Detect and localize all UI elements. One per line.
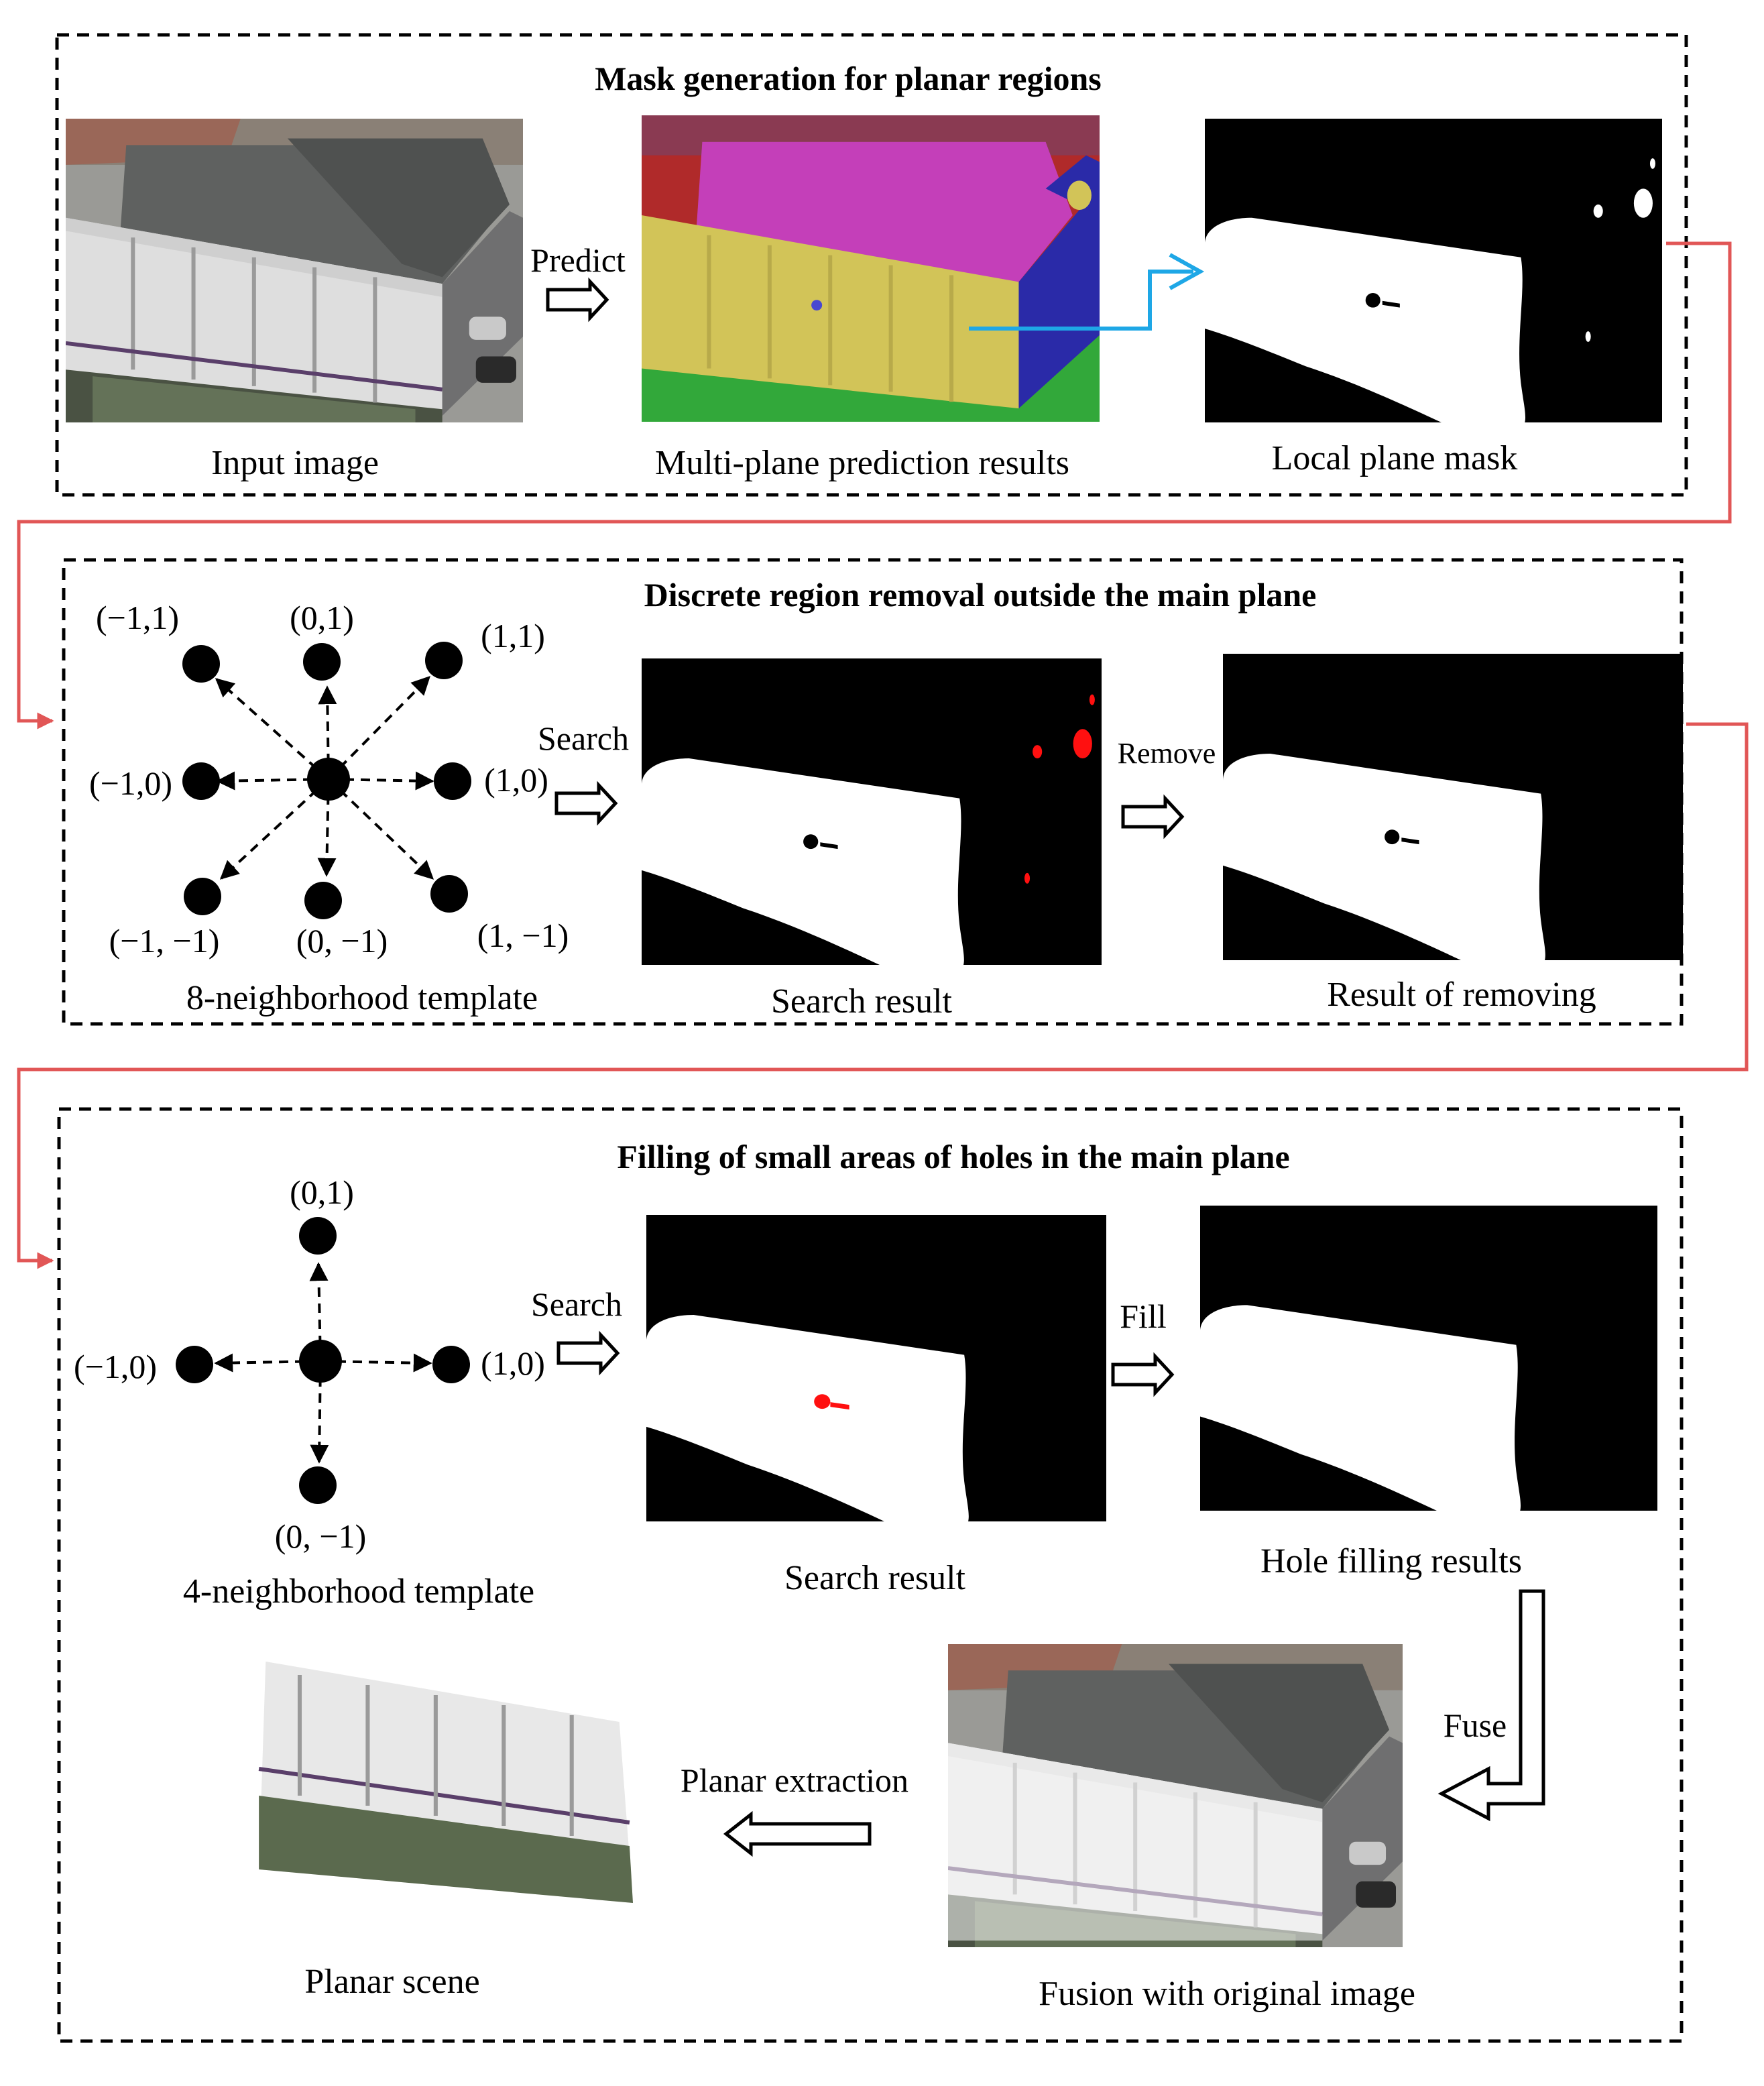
panel-title: Filling of small areas of holes in the m… bbox=[617, 1138, 1289, 1175]
four-neighborhood-template: (0,1) (−1,0) (1,0) (0, −1) bbox=[74, 1173, 545, 1555]
hole-filling-result-image bbox=[1200, 1206, 1657, 1511]
panel-border bbox=[55, 33, 1688, 497]
node-s bbox=[299, 1466, 337, 1504]
search-result-image-1 bbox=[642, 658, 1102, 965]
fuse-label: Fuse bbox=[1444, 1706, 1507, 1744]
node-w bbox=[182, 762, 220, 800]
caption-search-result-1: Search result bbox=[771, 982, 953, 1021]
connector-2 bbox=[17, 722, 1749, 1269]
node-se bbox=[430, 875, 468, 913]
input-image bbox=[66, 119, 523, 422]
predict-arrow bbox=[546, 277, 609, 323]
caption-result-of-removing: Result of removing bbox=[1327, 976, 1596, 1014]
coord-se: (1, −1) bbox=[477, 917, 569, 954]
search-arrow bbox=[554, 780, 618, 826]
panel-title: Discrete region removal outside the main… bbox=[644, 576, 1317, 614]
panel-border bbox=[57, 1107, 1684, 2043]
fuse-arrow bbox=[1437, 1589, 1545, 1822]
coord-w: (−1,0) bbox=[74, 1348, 157, 1385]
center-node bbox=[307, 758, 350, 801]
connector-1 bbox=[17, 241, 1732, 730]
caption-fusion: Fusion with original image bbox=[1039, 1975, 1415, 2013]
node-n bbox=[303, 643, 341, 681]
caption-search-result-2: Search result bbox=[784, 1559, 966, 1597]
remove-arrow bbox=[1121, 794, 1185, 839]
coord-sw: (−1, −1) bbox=[109, 922, 220, 960]
coord-s: (0, −1) bbox=[296, 922, 388, 960]
node-s bbox=[304, 882, 342, 919]
panel-mask-generation: Mask generation for planar regions Input… bbox=[55, 33, 1688, 497]
caption-hole-filling: Hole filling results bbox=[1260, 1542, 1522, 1580]
coord-ne: (1,1) bbox=[481, 617, 545, 654]
predict-label: Predict bbox=[530, 241, 626, 279]
coord-nw: (−1,1) bbox=[96, 599, 179, 636]
search-result-image-2 bbox=[646, 1215, 1106, 1521]
planar-extraction-arrow bbox=[723, 1810, 872, 1857]
panel-discrete-removal: Discrete region removal outside the main… bbox=[62, 558, 1684, 1026]
coord-n: (0,1) bbox=[290, 599, 354, 636]
multi-plane-prediction-image bbox=[642, 115, 1100, 422]
search-label: Search bbox=[538, 719, 629, 757]
result-of-removing-image bbox=[1223, 654, 1683, 960]
local-plane-mask-image bbox=[1205, 119, 1662, 422]
planar-extraction-label: Planar extraction bbox=[681, 1761, 908, 1799]
highlight-arrow-head bbox=[1169, 253, 1205, 290]
node-n bbox=[299, 1217, 337, 1255]
fill-arrow bbox=[1111, 1352, 1175, 1397]
node-w bbox=[176, 1346, 213, 1383]
caption-input-image: Input image bbox=[211, 444, 379, 482]
panel-hole-filling: Filling of small areas of holes in the m… bbox=[57, 1107, 1684, 2043]
coord-n: (0,1) bbox=[290, 1173, 354, 1211]
caption-8-template: 8-neighborhood template bbox=[186, 979, 538, 1017]
coord-e: (1,0) bbox=[484, 761, 548, 799]
search-arrow bbox=[556, 1330, 620, 1376]
caption-4-template: 4-neighborhood template bbox=[183, 1572, 534, 1611]
planar-scene-image bbox=[258, 1662, 633, 1903]
node-e bbox=[432, 1346, 470, 1383]
node-ne bbox=[425, 642, 463, 679]
fill-label: Fill bbox=[1120, 1297, 1166, 1335]
coord-e: (1,0) bbox=[481, 1344, 545, 1382]
caption-planar-scene: Planar scene bbox=[304, 1963, 479, 2001]
highlight-arrow-line bbox=[969, 270, 1193, 331]
search-label: Search bbox=[531, 1285, 622, 1323]
eight-neighborhood-template: (−1,1) (0,1) (1,1) (−1,0) (1,0) (−1, −1)… bbox=[89, 599, 569, 960]
coord-s: (0, −1) bbox=[275, 1517, 367, 1555]
remove-label: Remove bbox=[1118, 737, 1216, 770]
center-node bbox=[299, 1340, 342, 1383]
caption-multi-plane: Multi-plane prediction results bbox=[655, 444, 1069, 482]
fusion-image bbox=[948, 1644, 1403, 1947]
panel-title: Mask generation for planar regions bbox=[595, 60, 1102, 97]
caption-local-plane-mask: Local plane mask bbox=[1272, 439, 1518, 477]
node-sw bbox=[184, 878, 221, 915]
node-nw bbox=[182, 645, 220, 683]
coord-w: (−1,0) bbox=[89, 764, 172, 802]
node-e bbox=[434, 762, 471, 800]
panel-border bbox=[62, 558, 1684, 1026]
